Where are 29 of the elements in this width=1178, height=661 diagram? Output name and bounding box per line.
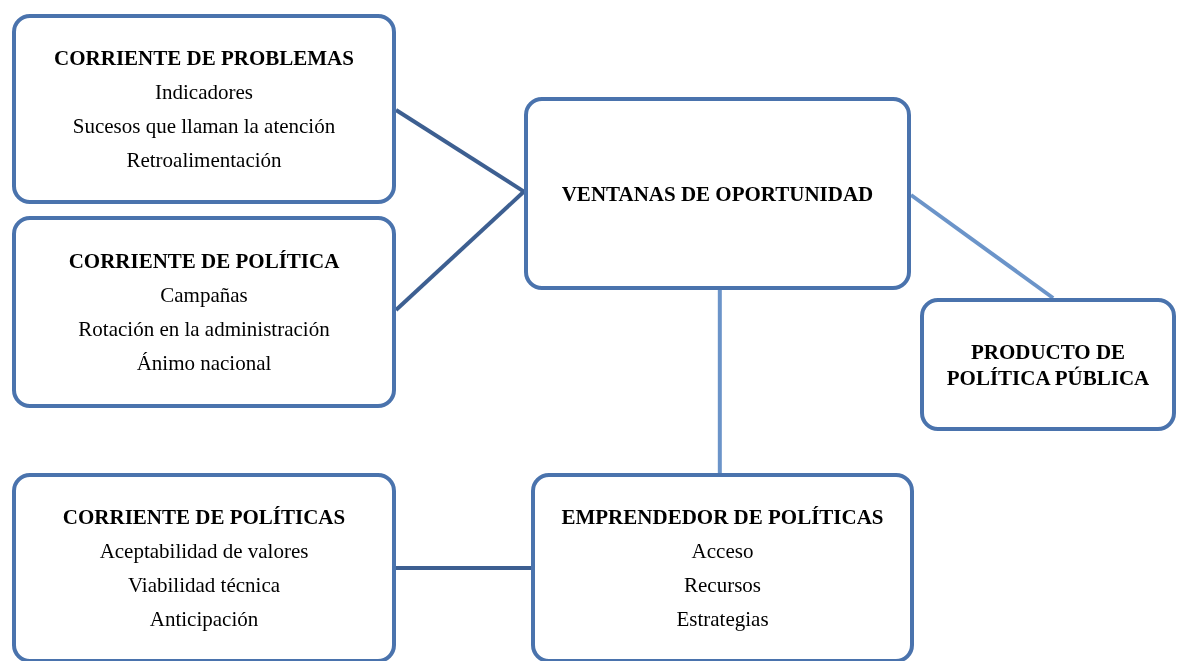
text-box	[12, 473, 396, 661]
box-heading: CORRIENTE DE PROBLEMAS	[54, 45, 354, 72]
box-item: Estrategias	[676, 606, 769, 633]
box-item: Retroalimentación	[126, 147, 282, 174]
box-item: Acceso	[691, 538, 754, 565]
box-item: Sucesos que llaman la atención	[72, 113, 336, 140]
text-box	[524, 97, 911, 290]
connector-line	[394, 190, 526, 312]
connector-line	[396, 566, 531, 570]
box-heading: EMPRENDEDOR DE POLÍTICAS	[561, 504, 884, 531]
box-heading: PRODUCTO DE POLÍTICA PÚBLICA	[945, 338, 1151, 391]
box-heading: CORRIENTE DE POLÍTICA	[68, 248, 340, 275]
box-heading: CORRIENTE DE POLÍTICAS	[62, 504, 346, 531]
connector-line	[394, 108, 526, 194]
box-item: Indicadores	[155, 79, 253, 106]
box-item: Recursos	[684, 572, 761, 599]
text-box	[12, 216, 396, 408]
text-box	[920, 298, 1176, 431]
box-item: Aceptabilidad de valores	[99, 538, 309, 565]
connector-line	[909, 193, 1055, 300]
text-box	[12, 14, 396, 204]
text-box	[531, 473, 914, 661]
box-item: Anticipación	[149, 606, 259, 633]
box-item: Campañas	[160, 282, 248, 309]
connector-line	[717, 290, 722, 473]
box-heading: VENTANAS DE OPORTUNIDAD	[561, 180, 874, 208]
box-item: Rotación en la administración	[78, 316, 330, 343]
box-item: Ánimo nacional	[136, 350, 272, 377]
box-item: Viabilidad técnica	[127, 572, 281, 599]
